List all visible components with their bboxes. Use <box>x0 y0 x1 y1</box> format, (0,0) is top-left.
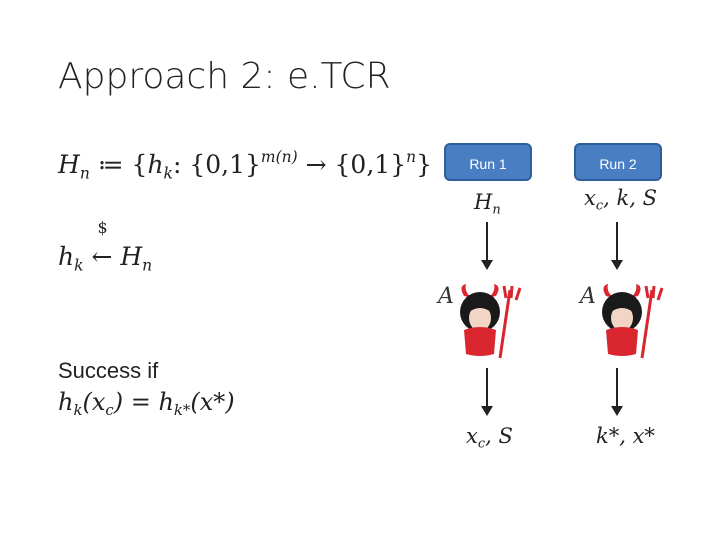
dollar-sign: $ <box>97 218 108 237</box>
slide-title: Approach 2: e.TCR <box>58 56 391 97</box>
sample-n: n <box>142 256 153 275</box>
run-1-input: Hn <box>474 190 501 218</box>
eq-end: (x*) <box>190 388 235 416</box>
hk-symbol: h <box>147 149 164 179</box>
run-2-input: xc, k, S <box>584 186 657 214</box>
run-2-adversary-label: A <box>580 284 596 309</box>
domain-superscript: m(n) <box>260 148 298 166</box>
hn-subscript: n <box>79 164 90 183</box>
run-1-devil-icon <box>460 284 522 359</box>
run-2-input-rest: , k, S <box>603 186 657 210</box>
run-1-box: Run 1 <box>444 143 532 181</box>
sample-arrow-group: $ ← <box>83 218 113 271</box>
sample-arrow: ← <box>83 242 113 271</box>
run-2-output: k*, x* <box>596 424 655 448</box>
eq-mid-sub: c <box>105 401 114 420</box>
run-2-box: Run 2 <box>574 143 662 181</box>
eq-right-sub: k* <box>173 401 191 420</box>
eq-left-sub: k <box>73 401 83 420</box>
run-1-input-sub: n <box>492 202 501 218</box>
success-label: Success if <box>58 358 159 383</box>
hk-subscript: k <box>163 164 173 183</box>
hash-family-definition: Hn ≔ {hk: {0,1}m(n) → {0,1}n} <box>58 148 432 182</box>
run-1-output: xc, S <box>466 424 513 452</box>
sampling-statement: hk$ ← Hn <box>58 218 153 275</box>
eq-equals: ) = h <box>113 388 174 416</box>
run-1-output-rest: , S <box>485 424 513 448</box>
hn-symbol: H <box>58 149 80 179</box>
eq-mid: (x <box>82 388 106 416</box>
eq-left: h <box>58 388 74 416</box>
success-condition: hk(xc) = hk*(x*) <box>58 388 235 419</box>
domain-text: : {0,1} <box>172 149 261 179</box>
sample-h: h <box>58 242 75 271</box>
run-2-input-sub: c <box>595 198 604 214</box>
run-1-output-sub: c <box>477 436 486 452</box>
range-superscript: n <box>406 148 417 166</box>
sample-k: k <box>74 256 84 275</box>
run-1-output-main: x <box>466 424 478 448</box>
assign-symbol: ≔ { <box>89 149 148 179</box>
run-1-adversary-label: A <box>438 284 454 309</box>
run-1-input-main: H <box>474 190 493 214</box>
close-brace: } <box>416 149 432 179</box>
run-1-arrow-down <box>481 222 493 270</box>
run-1-arrow-down-2 <box>481 368 493 416</box>
run-2-arrow-down <box>611 222 623 270</box>
sample-H: H <box>112 242 143 271</box>
run-2-input-main: x <box>584 186 596 210</box>
run-2-devil-icon <box>602 284 664 359</box>
range-text: → {0,1} <box>297 149 407 179</box>
run-2-arrow-down-2 <box>611 368 623 416</box>
